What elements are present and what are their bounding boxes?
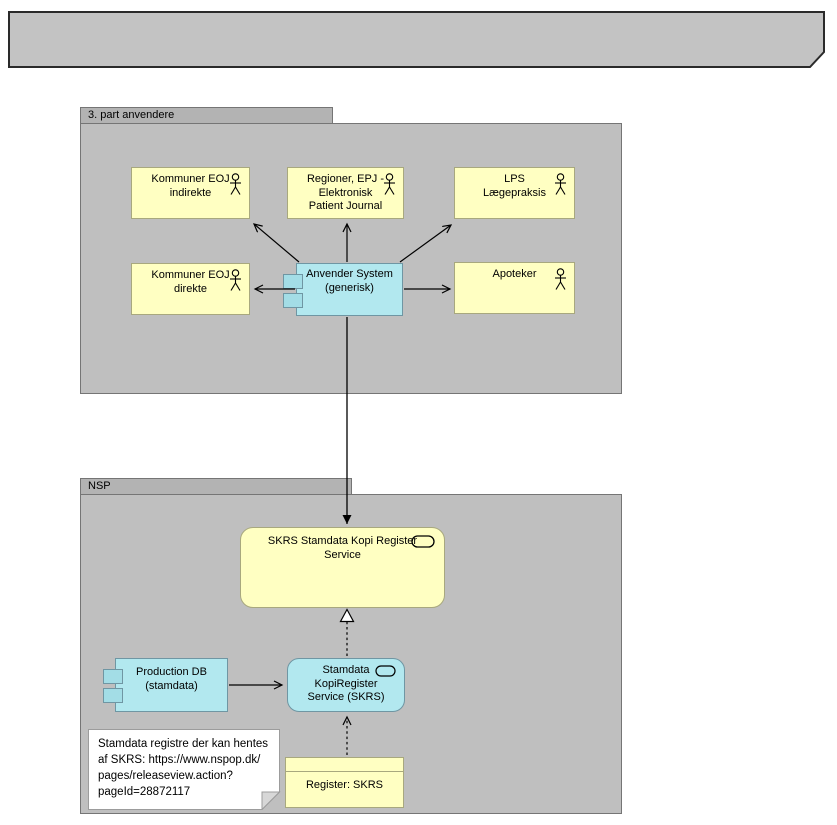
node-skrs-stamdata-kopi-register-service[interactable]: SKRS Stamdata Kopi Register Service: [240, 527, 445, 608]
group-tab-nsp[interactable]: NSP: [80, 478, 352, 494]
node-lps-laegepraksis[interactable]: LPS Lægepraksis: [454, 167, 575, 219]
node-label: Kommuner EOJ direkte: [151, 269, 230, 295]
component-icon: [283, 274, 303, 289]
annotation-note-text: Stamdata registre der kan hentes af SKRS…: [98, 738, 269, 798]
group-body-3-part-anvendere[interactable]: [80, 123, 622, 394]
data-object-band: [286, 758, 403, 772]
node-label: Kommuner EOJ indirekte: [151, 173, 230, 199]
group-tab-3-part-anvendere[interactable]: 3. part anvendere: [80, 107, 333, 123]
service-icon: [411, 535, 435, 548]
node-kommuner-eoj-direkte[interactable]: Kommuner EOJ direkte: [131, 263, 250, 315]
service-icon: [375, 665, 396, 677]
component-icon: [283, 293, 303, 308]
annotation-note[interactable]: [88, 729, 281, 811]
node-label: LPS Lægepraksis: [483, 173, 546, 199]
node-anvender-system[interactable]: Anvender System (generisk): [296, 263, 403, 316]
component-icon: [103, 669, 123, 684]
component-icon: [103, 688, 123, 703]
actor-icon: [229, 173, 242, 196]
diagram-title-note: [8, 11, 826, 68]
group-label: NSP: [88, 480, 111, 492]
actor-icon: [229, 269, 242, 292]
node-kommuner-eoj-indirekte[interactable]: Kommuner EOJ indirekte: [131, 167, 250, 219]
node-label: Production DB (stamdata): [136, 666, 207, 692]
node-register-skrs[interactable]: Register: SKRS: [285, 757, 404, 808]
node-label: SKRS Stamdata Kopi Register Service: [267, 535, 418, 561]
node-stamdata-kopiregister-service[interactable]: Stamdata KopiRegister Service (SKRS): [287, 658, 405, 712]
node-label: Register: SKRS: [305, 779, 384, 791]
node-apoteker[interactable]: Apoteker: [454, 262, 575, 314]
node-label: Apoteker: [492, 268, 537, 280]
node-label: Anvender System (generisk): [306, 268, 393, 294]
node-label: Regioner, EPJ - Elektronisk Patient Jour…: [306, 173, 385, 212]
node-regioner-epj[interactable]: Regioner, EPJ - Elektronisk Patient Jour…: [287, 167, 404, 219]
actor-icon: [554, 268, 567, 291]
group-label: 3. part anvendere: [88, 109, 175, 121]
node-production-db[interactable]: Production DB (stamdata): [115, 658, 228, 712]
actor-icon: [554, 173, 567, 196]
node-label: Stamdata KopiRegister Service (SKRS): [307, 664, 385, 703]
actor-icon: [383, 173, 396, 196]
